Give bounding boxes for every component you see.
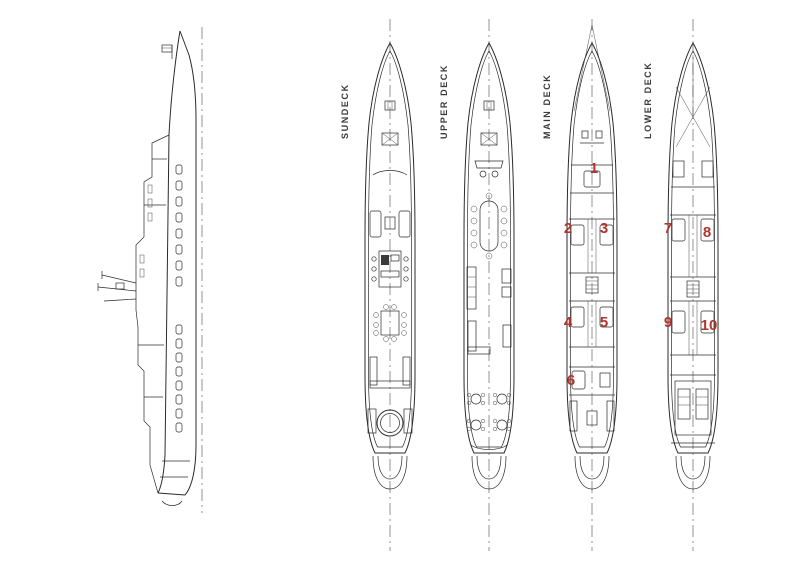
cabin-number-10: 10 [701, 317, 718, 334]
cabin-number-3: 3 [600, 220, 608, 237]
hull-outline [463, 41, 515, 490]
cabin-numbers-main: 1 2 3 4 5 6 [564, 160, 608, 389]
spa-pool [376, 409, 404, 437]
sundeck-interior [367, 100, 413, 437]
deck-column-upper: UPPER DECK [439, 15, 539, 555]
engine-room [674, 380, 712, 436]
profile-superstructure [135, 134, 170, 494]
radar-antenna-array [97, 271, 137, 302]
hull-outline [667, 41, 719, 490]
deck-column-lower: LOWER DECK [643, 15, 743, 555]
cabin-number-2: 2 [564, 220, 572, 237]
profile-hull [157, 30, 197, 506]
side-profile-drawing [97, 27, 203, 513]
lower-deck-plan: 7 8 9 10 [664, 19, 719, 551]
sundeck-plan [364, 19, 416, 551]
lower-deck-interior [670, 55, 716, 444]
flag-icon [161, 44, 173, 59]
profile-windows [139, 164, 183, 433]
dining-table [479, 200, 499, 252]
cabin-number-9: 9 [664, 314, 672, 331]
cabin-number-5: 5 [600, 314, 608, 331]
cabin-number-8: 8 [703, 224, 711, 241]
stern-platform [471, 455, 507, 490]
cabin-number-7: 7 [664, 220, 672, 237]
deck-column-main: MAIN DECK [542, 15, 642, 555]
cabin-number-4: 4 [564, 314, 573, 331]
cabin-number-1: 1 [590, 160, 598, 177]
main-deck-plan: 1 2 3 4 5 6 [564, 19, 618, 551]
stern-platform [574, 455, 610, 490]
helm-console [474, 160, 504, 169]
main-deck-interior [569, 24, 615, 432]
upper-deck-plan [463, 19, 515, 551]
cabin-number-6: 6 [567, 372, 575, 389]
upper-deck-interior [466, 100, 512, 450]
hull-outline [566, 41, 618, 490]
deck-column-sundeck: SUNDECK [340, 15, 440, 555]
cabin-numbers-lower: 7 8 9 10 [664, 220, 718, 334]
yacht-side-profile [92, 25, 212, 515]
stern-platform [675, 455, 711, 490]
hull-outline [364, 41, 416, 490]
stern-platform [372, 455, 408, 490]
